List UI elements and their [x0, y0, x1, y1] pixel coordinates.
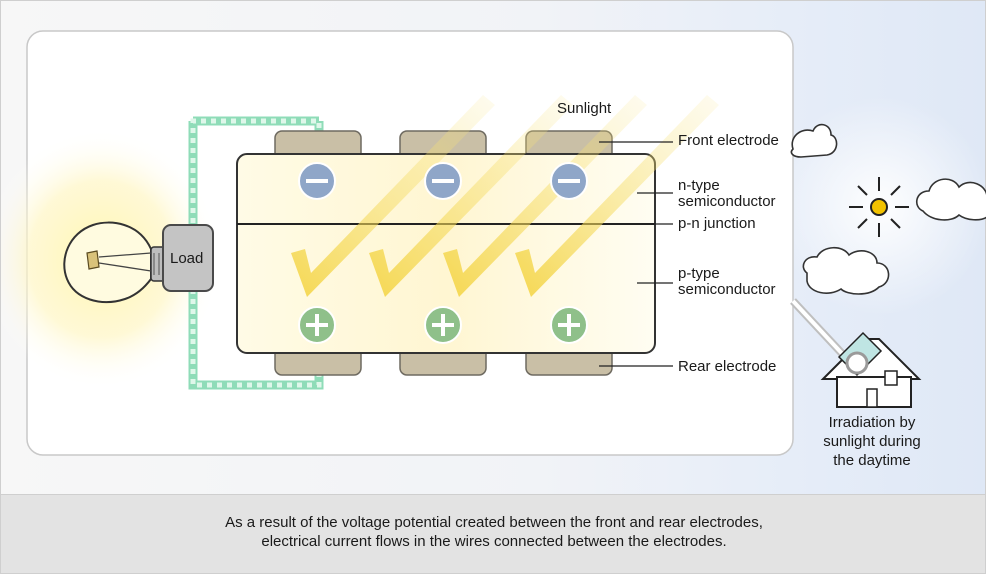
load-label: Load [170, 250, 204, 267]
sunlight-arrows [291, 95, 719, 297]
caption-bar: As a result of the voltage potential cre… [0, 494, 986, 574]
irradiation-label: Irradiation by sunlight during the dayti… [807, 413, 937, 470]
n-type-label-line2: semiconductor [678, 193, 776, 210]
cloud-icon [790, 123, 838, 158]
p-type-label-line2: semiconductor [678, 281, 776, 298]
irradiation-line1: Irradiation by [828, 414, 916, 431]
sun-icon [849, 177, 909, 237]
front-electrode-label: Front electrode [678, 132, 779, 149]
negative-charge-1 [298, 162, 336, 200]
cloud-icon [802, 246, 890, 295]
diagram-stage: Sunlight Front electrode n-type semicond… [0, 0, 986, 494]
irradiation-line2: sunlight during [823, 433, 921, 450]
sunlight-label: Sunlight [557, 100, 612, 117]
positive-charge-2 [424, 306, 462, 344]
rear-electrode-label: Rear electrode [678, 358, 777, 375]
leader-lines [599, 141, 673, 367]
solar-cell-diagram [1, 30, 986, 456]
negative-charge-2 [424, 162, 462, 200]
pn-junction-label: p-n junction [678, 215, 756, 232]
negative-charge-3 [550, 162, 588, 200]
wire-top-dash [190, 118, 322, 233]
positive-charge-1 [298, 306, 336, 344]
house-icon [820, 331, 922, 408]
p-type-label-line1: p-type [678, 265, 720, 282]
caption-line-1: As a result of the voltage potential cre… [225, 514, 763, 531]
load-box [162, 224, 214, 292]
n-type-label-line1: n-type [678, 177, 720, 194]
cloud-icon [916, 178, 986, 221]
irradiation-line3: the daytime [833, 452, 911, 469]
callout-connector-inner [791, 299, 851, 363]
caption-line-2: electrical current flows in the wires co… [261, 533, 727, 550]
wire-bottom [188, 289, 324, 390]
positive-charge-3 [550, 306, 588, 344]
